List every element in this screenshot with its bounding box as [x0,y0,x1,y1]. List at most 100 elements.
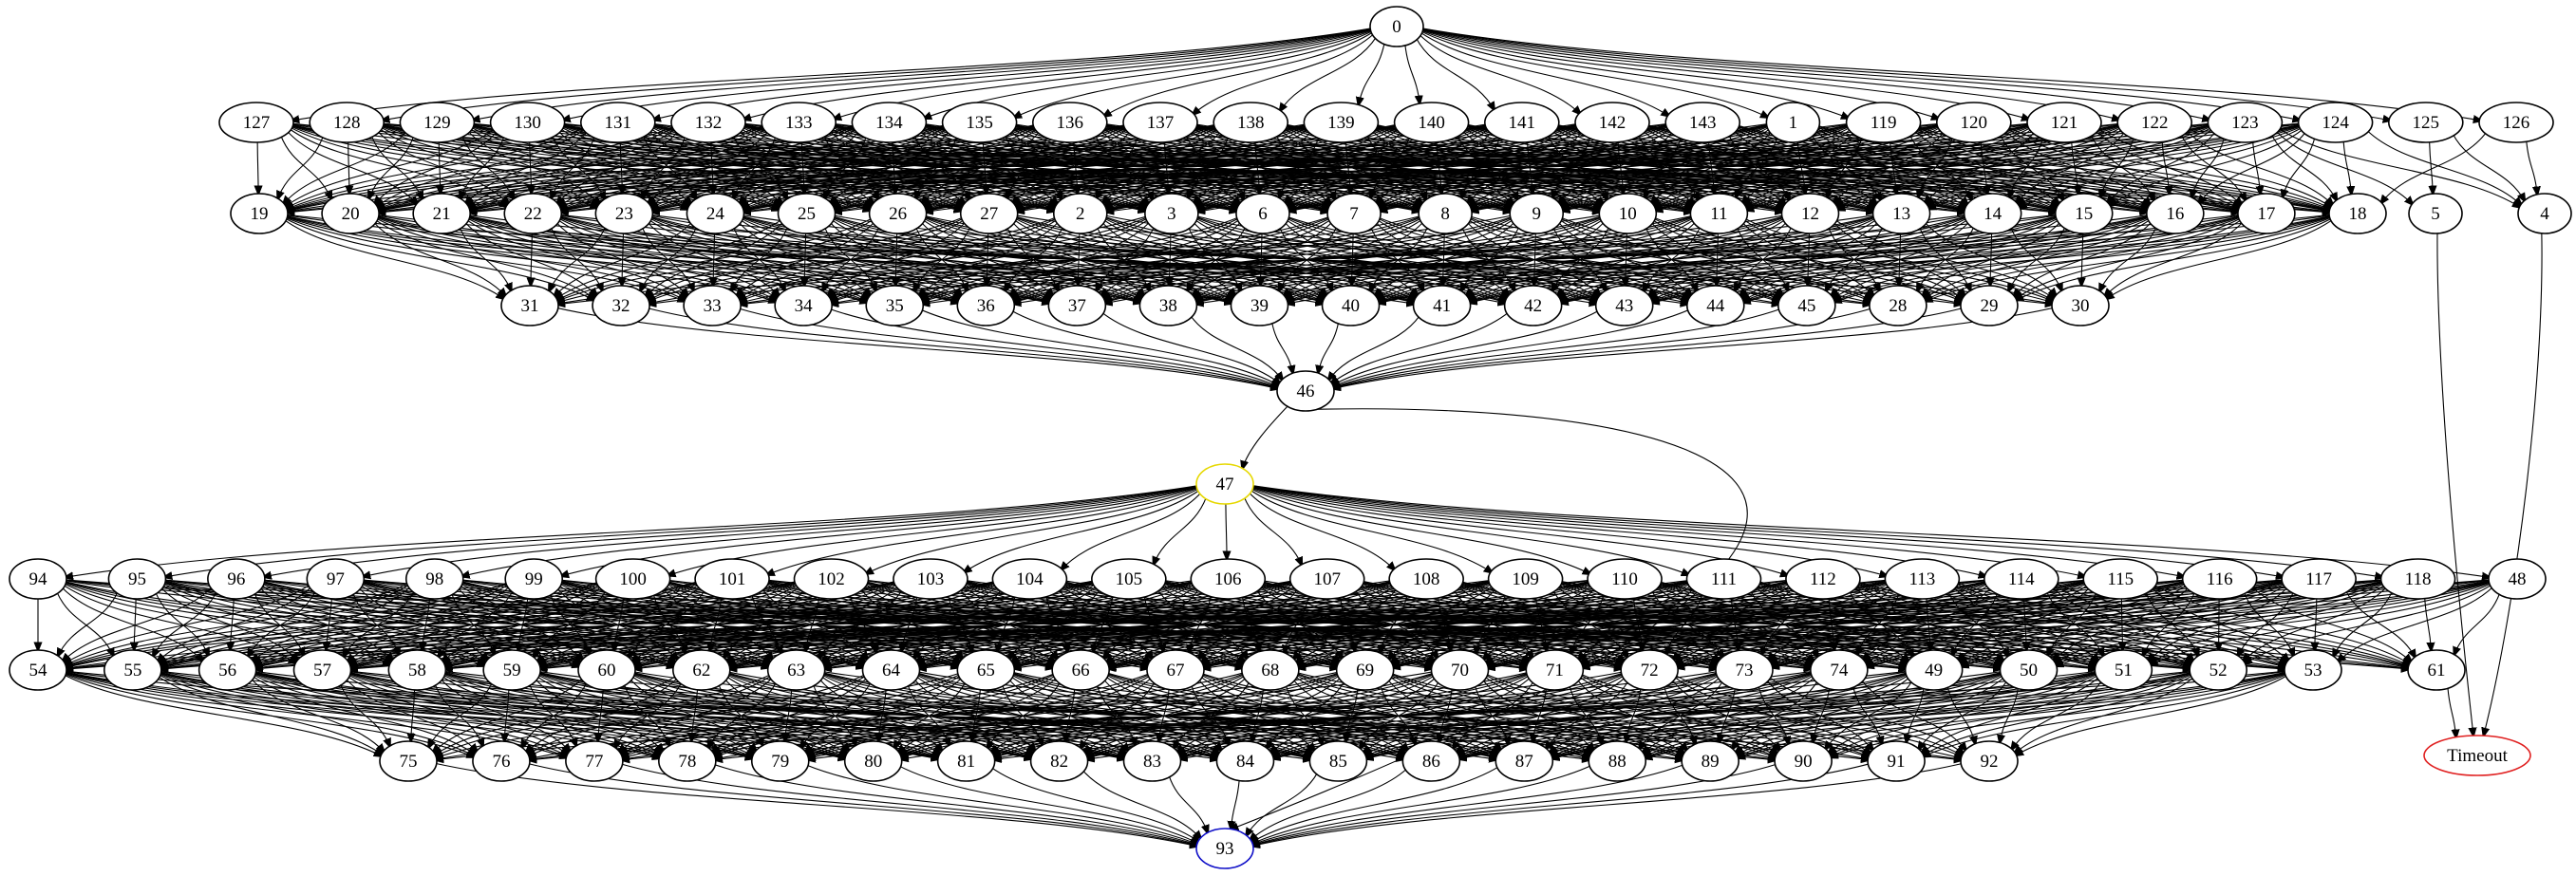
node-56: 56 [197,649,257,691]
node-label: 74 [1830,661,1849,680]
node-59: 59 [482,649,541,691]
edge-row7-to-93 [1250,764,1592,844]
node-ellipse [1052,193,1108,234]
node-label: 95 [128,569,146,589]
edge-row1-to-row2 [2452,133,2525,202]
node-label: 2 [1076,204,1085,224]
edge-row6-to-row7 [528,670,2287,760]
edge-row2-to-row3 [647,217,965,301]
edge-row7-to-93 [805,764,1199,845]
edge-47-to-row5 [362,485,1199,577]
edge-row5-to-row6 [2055,582,2492,667]
edge-row1-to-row2 [1553,127,1785,208]
node-label: 92 [1981,752,1999,772]
node-ellipse [1393,102,1470,143]
node-ellipse [868,193,928,234]
edge-row6-to-row7 [630,676,848,755]
edge-row5-to-row6 [2333,590,2393,658]
node-label: 132 [695,113,723,133]
node-89: 89 [1681,740,1739,782]
edge-47-to-row5 [864,488,1200,575]
node-53: 53 [2284,649,2342,691]
node-129: 129 [399,102,476,143]
node-label: 46 [1297,382,1315,401]
node-label: 138 [1237,113,1265,133]
edge-row5-to-row6 [2424,597,2432,652]
node-label: 84 [1236,752,1255,772]
edge-row2-to-row3 [2105,218,2334,299]
node-label: 39 [1250,296,1269,316]
node-122: 122 [2116,102,2192,143]
node-label: 7 [1349,204,1359,224]
node-label: 63 [787,661,805,680]
edge-row2-to-row3 [459,227,512,291]
node-42: 42 [1503,285,1563,326]
edge-row2-to-row3 [531,232,532,287]
node-118: 118 [2379,558,2456,600]
node-label: 1 [1789,113,1798,133]
edge-row2-to-row3 [1011,216,1422,302]
edge-row5-to-row6 [2054,583,2385,666]
node-label: 22 [524,204,542,224]
node-7: 7 [1326,193,1382,234]
node-label: 118 [2405,569,2432,589]
edge-row2-to-row3 [556,214,1602,305]
node-60: 60 [577,649,636,691]
edge-row5-to-row6 [2454,592,2501,656]
node-label: 29 [1980,296,1998,316]
node-label: 134 [875,113,903,133]
node-63: 63 [766,649,826,691]
edge-row1-to-row2 [286,130,418,205]
edge-row2-to-row3 [2015,217,2333,301]
node-38: 38 [1138,285,1198,326]
node-label: 89 [1702,752,1720,772]
edge-47-to-row5 [1250,485,1987,576]
edge-row1-to-row2 [2198,131,2306,204]
edge-row6-to-row7 [1829,672,2288,758]
node-label: 43 [1615,296,1633,316]
node-label: 32 [612,296,630,316]
edge-row1-to-row2 [285,123,947,212]
node-timeout: Timeout [2423,735,2531,776]
node-label: 77 [585,752,603,772]
node-33: 33 [683,285,742,326]
edge-row5-to-row6 [159,580,897,667]
node-label: 27 [980,204,998,224]
edge-47-to-row5 [65,485,1199,578]
edge-row3-to-46 [1010,309,1280,386]
node-58: 58 [387,649,447,691]
node-label: 115 [2107,569,2134,589]
node-120: 120 [1936,102,2012,143]
edge-47-to-row5 [1250,487,1690,576]
node-ellipse [2116,102,2192,143]
node-114: 114 [1984,558,2059,600]
node-label: 37 [1068,296,1086,316]
node-112: 112 [1785,558,1861,600]
edge-row6-to-row7 [345,678,478,753]
node-4: 4 [2517,193,2572,234]
node-ellipse [1963,193,2022,234]
node-100: 100 [594,558,671,600]
edge-row6-to-row7 [899,673,1340,758]
edge-row6-to-row7 [440,678,571,753]
node-label: 14 [1984,204,2003,224]
node-ellipse [1213,102,1288,143]
node-label: 102 [818,569,845,589]
edge-row6-to-row7 [434,671,1435,760]
node-69: 69 [1335,649,1395,691]
node-47: 47 [1195,463,1254,505]
node-12: 12 [1780,193,1840,234]
node-44: 44 [1685,285,1745,326]
node-37: 37 [1047,285,1107,326]
edge-row3-to-46 [1331,309,1600,386]
edge-46-to-93 [1230,408,1748,830]
edge-row6-to-row7 [1457,671,2192,758]
node-label: 103 [917,569,945,589]
edge-row2-to-row3 [829,216,1239,302]
edge-row5-to-row6 [65,579,2384,669]
node-label: 86 [1422,752,1440,772]
node-28: 28 [1869,285,1927,326]
node-label: 35 [886,296,904,316]
edge-row1-to-row2 [468,123,1217,212]
